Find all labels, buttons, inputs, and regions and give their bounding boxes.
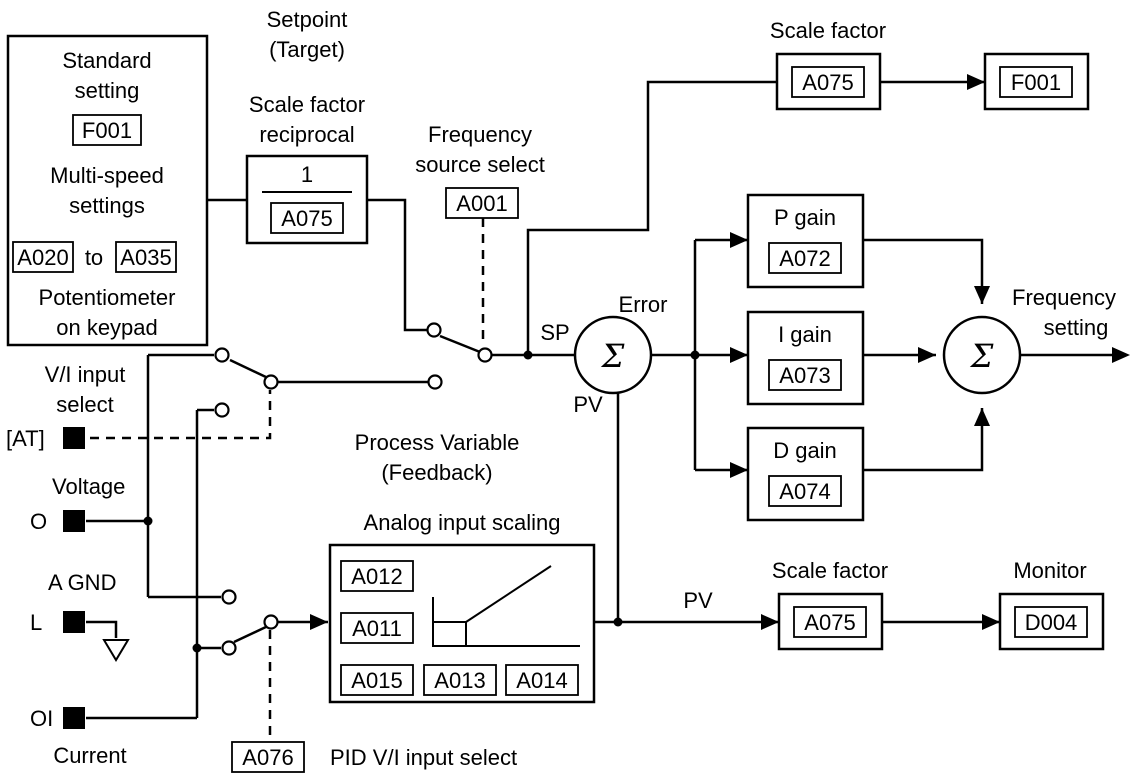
vi-select-label-2: select xyxy=(56,392,113,417)
junction-dots xyxy=(143,350,700,653)
f001-output-block: F001 xyxy=(983,52,1090,111)
ground-icon xyxy=(102,639,130,662)
pid-vi-label: PID V/I input select xyxy=(330,745,517,770)
pv-sum-label: PV xyxy=(573,392,603,417)
current-label: Current xyxy=(53,743,126,768)
o-terminal-label: O xyxy=(30,509,47,534)
oi-terminal-label: OI xyxy=(30,706,53,731)
potentiometer-label-1: Potentiometer xyxy=(39,285,176,310)
p-gain-block: P gain A072 xyxy=(746,193,865,289)
sp-label: SP xyxy=(540,320,569,345)
freq-source-label-1: Frequency xyxy=(428,122,532,147)
reciprocal-label-1: Scale factor xyxy=(249,92,365,117)
scale-top-param: A075 xyxy=(802,70,853,95)
reciprocal-param: A075 xyxy=(281,206,332,231)
sum-junction-error: Σ xyxy=(573,315,653,395)
scale-bottom-block: A075 xyxy=(777,592,884,651)
reciprocal-numerator: 1 xyxy=(301,162,313,187)
error-label: Error xyxy=(619,292,668,317)
multi-speed-from-param: A020 xyxy=(17,245,68,270)
multi-speed-label-1: Multi-speed xyxy=(50,163,164,188)
l-terminal-label: L xyxy=(30,610,42,635)
pv-bottom-label: PV xyxy=(683,588,713,613)
f001-output-param: F001 xyxy=(1011,70,1061,95)
analog-scaling-title: Analog input scaling xyxy=(364,510,561,535)
sigma-icon: Σ xyxy=(970,337,994,375)
pid-vi-param: A076 xyxy=(242,745,293,770)
standard-param: F001 xyxy=(82,118,132,143)
analog-param-a014: A014 xyxy=(516,668,567,693)
p-gain-label: P gain xyxy=(774,205,836,230)
standard-setting-label-2: setting xyxy=(75,78,140,103)
i-gain-param: A073 xyxy=(779,363,830,388)
scale-bottom-label: Scale factor xyxy=(772,558,888,583)
reciprocal-block: 1 A075 xyxy=(245,154,369,245)
sum-junction-output: Σ xyxy=(942,315,1022,395)
switch-contacts xyxy=(214,322,493,656)
control-dashes xyxy=(90,218,485,753)
p-gain-param: A072 xyxy=(779,246,830,271)
process-variable-label-2: (Feedback) xyxy=(381,460,492,485)
freq-setting-label-2: setting xyxy=(1044,315,1109,340)
at-terminal-square xyxy=(63,427,85,449)
multi-speed-to-param: A035 xyxy=(120,245,171,270)
scale-top-block: A075 xyxy=(775,52,882,111)
analog-param-a013: A013 xyxy=(434,668,485,693)
scale-bottom-param: A075 xyxy=(804,610,855,635)
voltage-label: Voltage xyxy=(52,474,125,499)
d-gain-param: A074 xyxy=(779,479,830,504)
setpoint-label-1: Setpoint xyxy=(267,7,348,32)
reciprocal-label-2: reciprocal xyxy=(259,122,354,147)
at-terminal-label: [AT] xyxy=(6,426,45,451)
potentiometer-label-2: on keypad xyxy=(56,315,158,340)
monitor-label: Monitor xyxy=(1013,558,1086,583)
process-variable-label-1: Process Variable xyxy=(355,430,520,455)
monitor-param: D004 xyxy=(1025,610,1078,635)
freq-source-param: A001 xyxy=(456,191,507,216)
d-gain-block: D gain A074 xyxy=(746,426,865,522)
multi-speed-label-2: settings xyxy=(69,193,145,218)
source-box: Standard setting F001 Multi-speed settin… xyxy=(6,34,209,347)
oi-terminal-square xyxy=(63,707,85,729)
setpoint-label-2: (Target) xyxy=(269,37,345,62)
scaling-curve-graph xyxy=(432,565,580,647)
analog-param-a011: A011 xyxy=(352,616,402,641)
arrowheads xyxy=(310,74,1130,630)
monitor-block: D004 xyxy=(998,592,1105,651)
agnd-label: A GND xyxy=(48,570,116,595)
analog-param-a015: A015 xyxy=(351,668,402,693)
standard-setting-label-1: Standard xyxy=(62,48,151,73)
l-terminal-square xyxy=(63,611,85,633)
sigma-icon: Σ xyxy=(601,337,625,375)
scale-top-label: Scale factor xyxy=(770,18,886,43)
d-gain-label: D gain xyxy=(773,438,837,463)
freq-source-label-2: source select xyxy=(415,152,545,177)
multi-speed-to-word: to xyxy=(85,245,103,270)
o-terminal-square xyxy=(63,510,85,532)
freq-setting-label-1: Frequency xyxy=(1012,285,1116,310)
analog-param-a012: A012 xyxy=(351,564,402,589)
i-gain-block: I gain A073 xyxy=(746,310,865,406)
i-gain-label: I gain xyxy=(778,322,832,347)
vi-select-label-1: V/I input xyxy=(45,362,126,387)
analog-scaling-block: A012 A011 A015 A013 A014 xyxy=(328,543,596,704)
